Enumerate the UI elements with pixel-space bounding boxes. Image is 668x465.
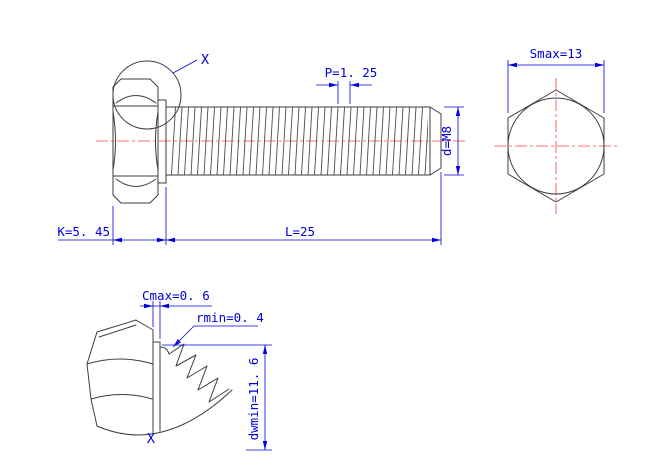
detail-callout-label: X [201,52,209,68]
detail-break-arc [96,389,233,436]
cmax-arrow-right [160,303,169,309]
dim-across-flats-label: Smax=13 [530,46,583,61]
hex-end-view: Smax=13 [494,46,618,214]
dimension-diameter: d=M8 [439,106,464,176]
diameter-arrow-top [455,107,461,116]
threaded-shank [165,106,442,176]
dimension-chamfer: Cmax=0. 6 [140,288,212,339]
detail-callout-leader [172,59,198,74]
thread-hatching [170,107,428,175]
k-arrow-right [157,237,166,243]
hex-outline [507,89,605,203]
tip-chamfer-top [429,106,442,115]
tip-chamfer-bottom [429,167,442,176]
dimension-across-flats: Smax=13 [507,46,605,113]
dimension-pitch: P=1. 25 [316,65,377,104]
dimension-washer-diameter: dwmin=11. 6 [162,344,272,451]
head-outline [112,78,159,204]
detail-fillet-arc [159,346,170,355]
inscribed-circle [507,97,605,195]
detail-view-label: X [147,431,155,447]
head-facet-arc-left [112,111,116,171]
cmax-arrow-left [144,303,153,309]
dim-head-height-label: K=5. 45 [57,224,110,239]
dimension-fillet-radius: rmin=0. 4 [172,310,264,348]
dim-pitch-label: P=1. 25 [325,65,378,80]
detail-geometry [86,319,233,436]
pitch-arrow-right [350,82,359,88]
detail-view-x: Cmax=0. 6 rmin=0. 4 dwmin=11. 6 X [86,288,272,451]
washer-face-flange [157,99,167,184]
detail-thread-profile [168,343,230,403]
l-arrow-left [166,237,175,243]
detail-facet-arc-2 [90,394,153,400]
head-chamfer-arc-bottom [115,178,157,187]
head-facet-arc-right [155,111,159,171]
detail-head-left-outline [86,331,98,427]
dim-length-label: L=25 [285,224,315,239]
detail-facet-arc-1 [86,358,154,365]
flange-outline [157,99,167,184]
dim-diameter-label: d=M8 [439,126,454,156]
detail-head-chamfer-line [98,324,137,338]
main-bolt-side-view: X P=1. 25 d=M8 [57,52,465,245]
detail-circle [112,60,182,130]
diameter-arrow-bottom [455,166,461,175]
dim-fillet-radius-label: rmin=0. 4 [196,310,264,325]
k-arrow-left [113,237,122,243]
dim-washer-diameter-label: dwmin=11. 6 [246,358,261,441]
smax-arrow-right [595,62,604,68]
detail-head-top-edge [96,319,154,333]
head-chamfer-arc-top [115,95,157,104]
dwmin-arrow-bottom [262,441,268,450]
dim-chamfer-label: Cmax=0. 6 [142,288,210,303]
l-arrow-right [432,237,441,243]
bolt-head [112,78,159,204]
smax-arrow-left [508,62,517,68]
dwmin-arrow-top [262,345,268,354]
dimension-head-height-and-length: K=5. 45 L=25 [57,172,442,245]
pitch-arrow-left [329,82,338,88]
